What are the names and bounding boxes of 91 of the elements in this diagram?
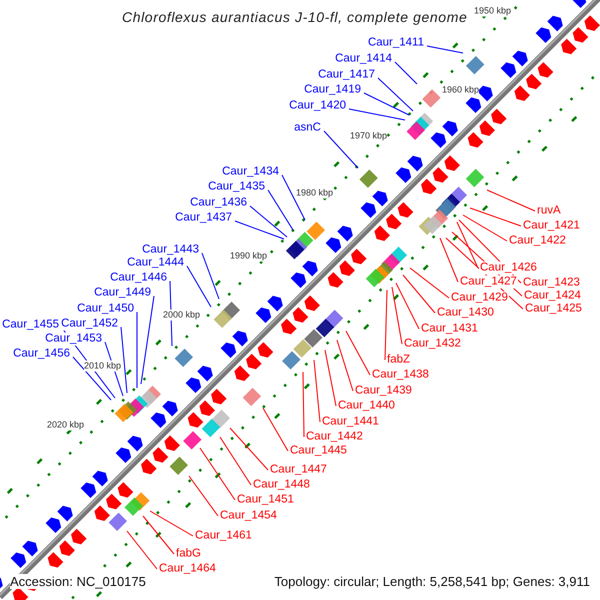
title: Chloroflexus aurantiacus J-10-fl, complete genome bbox=[122, 9, 468, 25]
position-tick-label: 1990 kbp bbox=[230, 250, 268, 262]
leader-line bbox=[126, 530, 158, 570]
gene-label: Caur_1464 bbox=[158, 562, 217, 576]
leader-line bbox=[140, 296, 154, 384]
leader-line bbox=[230, 428, 268, 470]
leader-line bbox=[262, 408, 288, 452]
leader-line bbox=[136, 312, 138, 388]
leader-line bbox=[346, 330, 370, 376]
gene-label: Caur_1429 bbox=[450, 292, 509, 304]
leader-line bbox=[470, 208, 522, 226]
gene-label: Caur_1454 bbox=[219, 510, 278, 522]
gene-label: Caur_1417 bbox=[317, 68, 376, 82]
position-tick-label: 1970 kbp bbox=[350, 130, 388, 142]
leader-line bbox=[402, 274, 436, 314]
gene-label: Caur_1436 bbox=[189, 196, 248, 210]
leader-line bbox=[324, 130, 358, 168]
leader-line bbox=[324, 350, 336, 406]
gene-label: Caur_1432 bbox=[403, 338, 462, 350]
gene-label: Caur_1443 bbox=[141, 244, 200, 256]
gene-label: Caur_1444 bbox=[126, 256, 185, 270]
gene-label: Caur_1449 bbox=[93, 286, 152, 300]
position-tick-label: 1960 kbp bbox=[442, 84, 480, 96]
position-tick-label: 1980 kbp bbox=[296, 188, 334, 198]
gene-label: Caur_1447 bbox=[269, 464, 328, 476]
position-tick-label: 2000 kbp bbox=[163, 310, 200, 320]
gene-label: Caur_1453 bbox=[44, 332, 103, 346]
gene-label: Caur_1425 bbox=[524, 302, 583, 316]
gene-label: Caur_1455 bbox=[1, 318, 60, 332]
leader-line bbox=[378, 78, 414, 112]
gene-label: Caur_1420 bbox=[288, 100, 347, 112]
leader-line bbox=[200, 448, 236, 500]
gene-label: Caur_1411 bbox=[366, 36, 425, 50]
gene-label: Caur_1423 bbox=[522, 276, 581, 290]
leader-line bbox=[394, 62, 418, 84]
gene-label: Caur_1439 bbox=[354, 384, 413, 398]
leader-line bbox=[462, 214, 508, 242]
leader-line bbox=[142, 516, 174, 554]
gene-label: Caur_1438 bbox=[371, 368, 430, 382]
gene-label: Caur_1414 bbox=[334, 52, 393, 66]
position-tick-label: 2010 kbp bbox=[84, 360, 122, 372]
leader-line bbox=[186, 266, 212, 308]
genome-summary: Topology: circular; Length: 5,258,541 bp; Genes: 3,911 bbox=[274, 574, 590, 589]
leader-line bbox=[282, 174, 306, 220]
gene-label: Caur_1448 bbox=[252, 478, 311, 492]
gene-label: Caur_1435 bbox=[207, 180, 266, 194]
leader-line bbox=[314, 360, 320, 422]
gene-label: Caur_1421 bbox=[522, 220, 581, 232]
leader-line bbox=[72, 356, 112, 400]
gene-label: Caur_1430 bbox=[436, 306, 495, 320]
leader-line bbox=[396, 282, 420, 330]
leader-line bbox=[220, 436, 252, 486]
leader-line bbox=[486, 190, 536, 212]
leader-line bbox=[440, 238, 458, 282]
leader-line bbox=[268, 190, 294, 230]
leader-line bbox=[426, 46, 464, 54]
leader-line bbox=[348, 108, 406, 120]
leader-line bbox=[234, 220, 284, 240]
gene-label: Caur_1422 bbox=[508, 234, 567, 248]
leader-line bbox=[250, 206, 288, 238]
gene-label: Caur_1419 bbox=[303, 84, 362, 96]
accession-label: Accession: NC_010175 bbox=[10, 574, 146, 589]
leader-line bbox=[336, 340, 354, 392]
leader-line bbox=[202, 252, 220, 300]
gene-label: Caur_1445 bbox=[289, 444, 348, 458]
leader-line bbox=[302, 372, 304, 438]
leader-line bbox=[120, 326, 128, 394]
gene-label: Caur_1434 bbox=[221, 166, 280, 178]
gene-label: Caur_1456 bbox=[12, 348, 71, 360]
gene-label: Caur_1426 bbox=[479, 262, 538, 274]
leader-line bbox=[410, 268, 450, 298]
leader-line bbox=[364, 92, 410, 116]
leader-line bbox=[456, 222, 478, 268]
leader-line bbox=[150, 510, 194, 536]
leader-line bbox=[188, 476, 218, 516]
gene-label: Caur_1452 bbox=[60, 318, 119, 330]
gene-label: Caur_1424 bbox=[523, 290, 582, 302]
gene-label: Caur_1427 bbox=[459, 276, 518, 288]
gene-label: Caur_1441 bbox=[321, 416, 380, 428]
gene-label: Caur_1437 bbox=[174, 212, 233, 224]
gene-label: Caur_1440 bbox=[337, 400, 396, 412]
leader-line bbox=[392, 286, 402, 344]
gene-label: Caur_1442 bbox=[305, 430, 364, 444]
gene-label: Caur_1431 bbox=[420, 322, 479, 336]
position-tick-label: 2020 kbp bbox=[47, 420, 84, 430]
position-tick-label: 1950 kbp bbox=[474, 6, 512, 16]
gene-label: Caur_1450 bbox=[76, 302, 135, 316]
gene-label: Caur_1446 bbox=[109, 272, 168, 284]
leader-line bbox=[384, 290, 388, 360]
gene-label: Caur_1461 bbox=[194, 530, 253, 542]
gene-label: Caur_1451 bbox=[236, 494, 295, 506]
